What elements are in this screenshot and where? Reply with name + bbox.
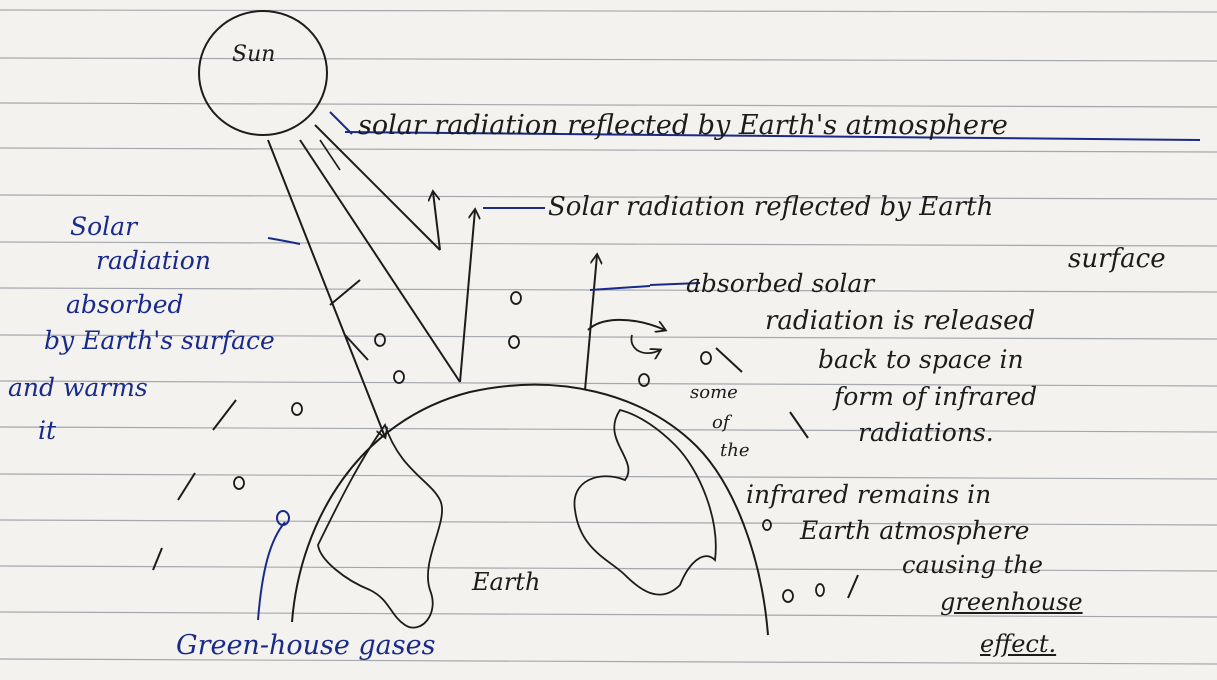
ray-reflect-surface: [460, 210, 475, 382]
reflected-by-surface-label-1: Solar radiation reflected by Earth: [548, 194, 993, 220]
released-label-4: form of infrared: [834, 384, 1037, 409]
released-label-3: back to space in: [818, 347, 1024, 372]
reflected-by-atmosphere-label: solar radiation reflected by Earth's atm…: [358, 112, 1008, 139]
ray-infrared-back: [631, 335, 660, 353]
ray-infrared-up: [585, 255, 597, 390]
ray-infrared-right: [588, 320, 665, 330]
sun-circle: [199, 11, 327, 135]
absorbed-label-5: and warms: [8, 375, 148, 400]
released-label-1: absorbed solar: [686, 271, 874, 296]
absorbed-label-3: absorbed: [66, 292, 184, 317]
sun-label: Sun: [232, 44, 275, 66]
released-label-2: radiation is released: [765, 308, 1035, 334]
ray-to-surface-1: [268, 140, 385, 437]
some-label-1: some: [690, 384, 738, 402]
remains-label-2: Earth atmosphere: [800, 518, 1029, 543]
some-label-2: of: [712, 414, 730, 432]
greenhouse-gases-label: Green-house gases: [176, 632, 435, 659]
earth-label: Earth: [472, 570, 540, 594]
label-pointers: [258, 112, 1200, 620]
remains-label-4: greenhouse: [940, 590, 1083, 614]
remains-label-3: causing the: [902, 553, 1043, 577]
remains-label-5: effect.: [980, 632, 1056, 656]
absorbed-label-6: it: [38, 418, 56, 443]
ray-dash: [320, 140, 340, 170]
continent-left: [318, 425, 442, 628]
ray-reflect-atmosphere: [433, 192, 440, 250]
continent-right: [574, 410, 715, 595]
reflected-by-surface-label-2: surface: [1068, 246, 1166, 272]
remains-label-1: infrared remains in: [746, 482, 991, 507]
some-label-3: the: [720, 442, 749, 460]
absorbed-label-2: radiation: [96, 248, 211, 273]
absorbed-label-4: by Earth's surface: [44, 328, 275, 353]
released-label-5: radiations.: [858, 420, 994, 445]
absorbed-label-1: Solar: [70, 214, 137, 239]
ray-to-atmosphere: [315, 125, 440, 250]
earth-outline: [292, 385, 768, 635]
